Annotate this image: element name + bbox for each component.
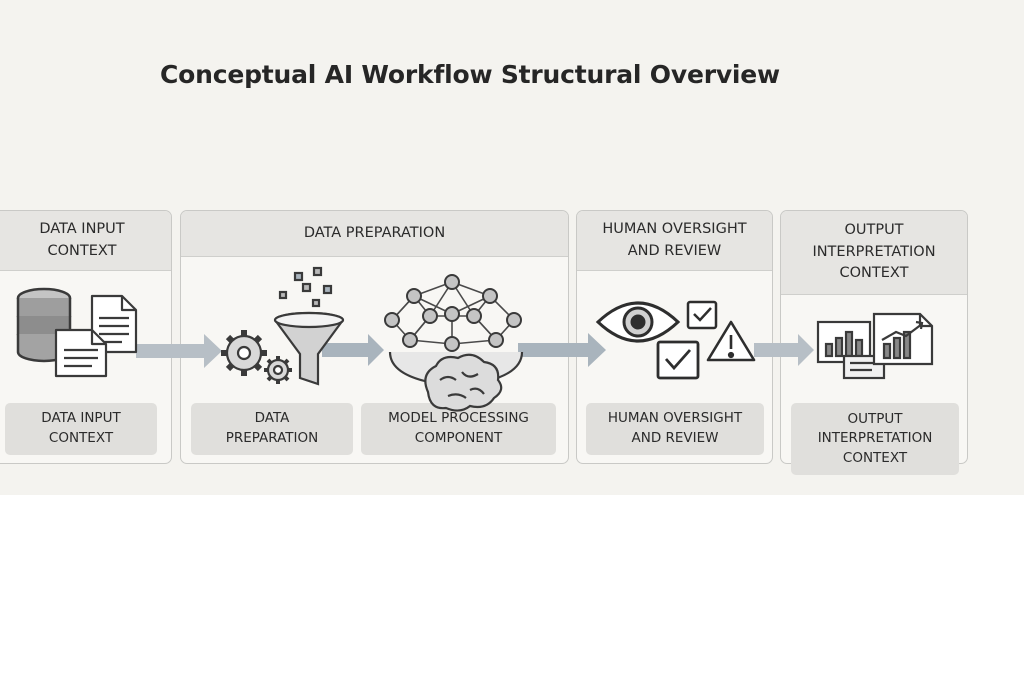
stage-header-label: DATA INPUT CONTEXT [39, 220, 125, 259]
stage-footer: DATA PREPARATION [191, 403, 353, 455]
stage-header: OUTPUT INTERPRETATION CONTEXT [781, 211, 967, 295]
trend-chart-icon [872, 312, 934, 366]
neural-network-icon [384, 274, 522, 352]
stage-footer: HUMAN OVERSIGHT AND REVIEW [586, 403, 764, 455]
stage-footer: MODEL PROCESSING COMPONENT [361, 403, 556, 455]
flow-arrow-icon [754, 334, 814, 366]
stage-footer: DATA INPUT CONTEXT [5, 403, 157, 455]
flow-arrow-icon [518, 333, 606, 367]
document-icon [54, 294, 138, 378]
gears-icon [221, 330, 292, 384]
checkbox-icon [656, 340, 700, 380]
flow-arrow-icon [136, 334, 222, 368]
brain-icon [388, 351, 524, 412]
flow-arrow-icon [322, 334, 384, 366]
checkbox-icon [686, 300, 718, 330]
stage-header: DATA INPUT CONTEXT [0, 211, 171, 271]
stage-header-label: HUMAN OVERSIGHT AND REVIEW [602, 220, 747, 259]
stage-footer-label: DATA INPUT CONTEXT [41, 410, 121, 446]
funnel-icon [273, 266, 345, 386]
eye-icon [595, 301, 681, 343]
stage-footer: OUTPUT INTERPRETATION CONTEXT [791, 403, 959, 475]
page-title: Conceptual AI Workflow Structural Overvi… [160, 60, 780, 89]
stage-header-label: DATA PREPARATION [303, 224, 446, 241]
diagram-icons [16, 266, 934, 412]
stage-header: HUMAN OVERSIGHT AND REVIEW [577, 211, 772, 271]
stage-footer-label: MODEL PROCESSING COMPONENT [388, 410, 529, 446]
warning-icon [706, 320, 756, 362]
stage-header: DATA PREPARATION [181, 211, 568, 257]
stage-footer-label: HUMAN OVERSIGHT AND REVIEW [607, 410, 743, 446]
stage-footer-label: DATA PREPARATION [225, 410, 319, 446]
stage-footer-label: OUTPUT INTERPRETATION CONTEXT [817, 410, 933, 466]
stage-header-label: OUTPUT INTERPRETATION CONTEXT [812, 221, 936, 282]
